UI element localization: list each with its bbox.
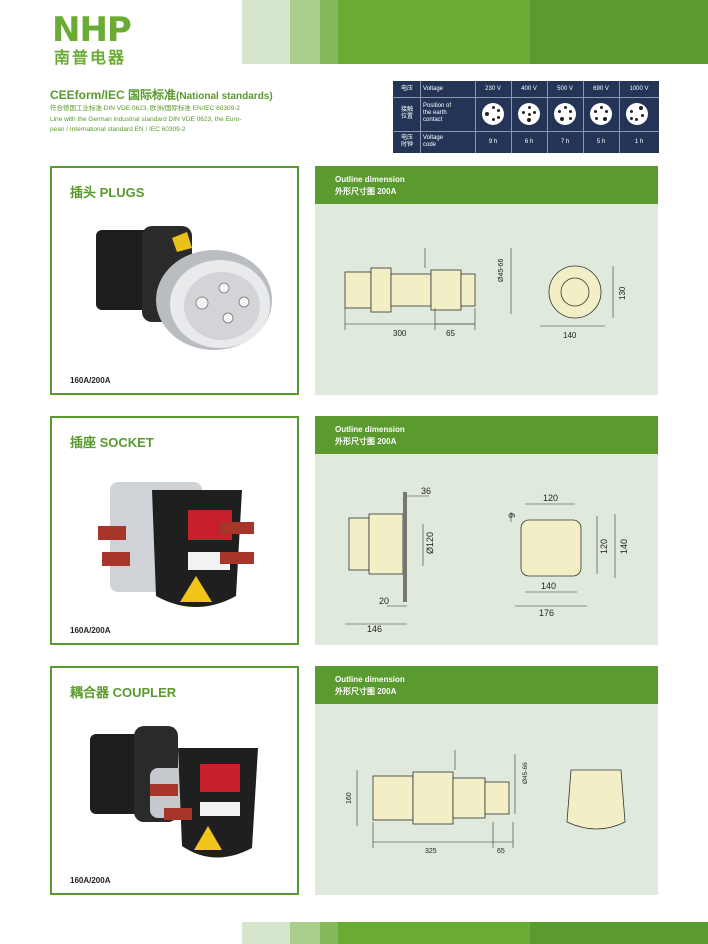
socket-dim-146: 146 (367, 624, 382, 634)
coupler-outline-panel: Outline dimension 外形尺寸图 200A 160 325 65 … (315, 666, 658, 895)
socket-product-box: 插座 SOCKET 160A/200A (50, 416, 299, 645)
brand-logo: NHP (52, 10, 132, 50)
coupler-dim-65: 65 (497, 848, 505, 855)
plugs-label: 插头 PLUGS (70, 185, 145, 200)
row-code-en: Voltage code (423, 135, 444, 148)
voltage-230: 230 V (485, 86, 501, 92)
earth-contact-6h-icon (518, 103, 540, 125)
header-band-5 (530, 0, 708, 64)
socket-dim-140-side: 140 (619, 539, 629, 554)
title-main: CEEform/IEC 国际标准 (50, 88, 177, 102)
socket-outline-title-cn: 外形尺寸图 200A (335, 437, 397, 446)
socket-dim-176: 176 (539, 608, 554, 618)
socket-dim-140-bottom: 140 (541, 581, 556, 591)
socket-outline-panel: Outline dimension 外形尺寸图 200A 36 Ø120 20 … (315, 416, 658, 645)
footer-band-5 (530, 922, 708, 944)
socket-dim-120-side: 120 (599, 539, 609, 554)
header-band-4 (338, 0, 530, 64)
voltage-500: 500 V (557, 86, 573, 92)
plugs-product-box: 插头 PLUGS 160A/200A (50, 166, 299, 395)
plugs-rating: 160A/200A (70, 376, 111, 385)
earth-contact-5h-icon (590, 103, 612, 125)
row-position-en: Position of the earth contact (423, 103, 452, 123)
plugs-outline-title-cn: 外形尺寸图 200A (335, 187, 397, 196)
plugs-dim-diameter: Ø45-66 (498, 259, 505, 282)
earth-contact-1h-icon (626, 103, 648, 125)
socket-dim-120-diameter: Ø120 (425, 532, 435, 554)
plugs-dim-300: 300 (393, 329, 407, 338)
plugs-dim-65: 65 (446, 329, 455, 338)
socket-photo (98, 482, 254, 607)
coupler-outline-header (315, 666, 658, 704)
socket-outline-title-en: Outline dimension (335, 425, 405, 434)
coupler-dim-325: 325 (425, 848, 437, 855)
code-9h: 9 h (488, 139, 498, 145)
plugs-dim-130: 130 (618, 286, 627, 300)
socket-outline-header (315, 416, 658, 454)
plugs-outline-header (315, 166, 658, 204)
socket-dim-9: 9 (507, 513, 517, 518)
coupler-outline-title-cn: 外形尺寸图 200A (335, 687, 397, 696)
coupler-outline-drawing: 160 325 65 Ø45-66 (346, 750, 626, 855)
socket-outline-drawing: 36 Ø120 20 146 120 9 120 140 140 176 (345, 486, 629, 634)
coupler-label: 耦合器 COUPLER (70, 685, 177, 700)
row-voltage-cn: 电压 (400, 86, 413, 92)
header-band-2 (290, 0, 320, 64)
coupler-rating: 160A/200A (70, 876, 111, 885)
voltage-1000: 1000 V (629, 86, 649, 92)
row-voltage-en: Voltage (423, 86, 444, 92)
subtitle-line-3: pean / International standard EN / IEC 6… (50, 126, 186, 133)
socket-label: 插座 SOCKET (70, 435, 154, 450)
code-1h: 1 h (634, 139, 644, 145)
footer-band-4 (338, 922, 530, 944)
voltage-table: 电压 Voltage 接触 位置 Position of the earth c… (393, 81, 659, 153)
socket-rating: 160A/200A (70, 626, 111, 635)
plugs-outline-title-en: Outline dimension (335, 175, 405, 184)
coupler-outline-title-en: Outline dimension (335, 675, 405, 684)
voltage-690: 690 V (593, 86, 609, 92)
footer-band-3 (320, 922, 338, 944)
row-position-cn: 接触 位置 (400, 107, 413, 120)
code-7h: 7 h (560, 139, 570, 145)
header-band-1 (242, 0, 290, 64)
title-small: (National standards) (176, 91, 273, 102)
brand-logo-cn: 南普电器 (54, 48, 127, 67)
header-band-3 (320, 0, 338, 64)
plugs-outline-panel: Outline dimension 外形尺寸图 200A 300 65 Ø45-… (315, 166, 658, 395)
subtitle-line-1: 符合德国工业标准 DIN VDE 0623, 欧洲/国际标准 EN/IEC 60… (50, 105, 240, 112)
coupler-dim-160: 160 (346, 792, 353, 804)
row-code-cn: 电压 时钟 (400, 135, 413, 148)
code-5h: 5 h (596, 139, 606, 145)
coupler-dim-diameter: Ø45-66 (522, 762, 529, 784)
earth-contact-7h-icon (554, 103, 576, 125)
footer-band-1 (242, 922, 290, 944)
socket-dim-20: 20 (379, 596, 389, 606)
plug-photo (96, 226, 272, 350)
page-title: CEEform/IEC 国际标准(National standards) (50, 86, 273, 103)
subtitle-line-2: Line with the German industrial standard… (50, 116, 242, 123)
plugs-dim-140: 140 (563, 331, 577, 340)
coupler-photo (90, 726, 258, 858)
voltage-400: 400 V (521, 86, 537, 92)
code-6h: 6 h (524, 139, 534, 145)
plugs-outline-drawing: 300 65 Ø45-66 130 140 (344, 248, 627, 340)
socket-dim-120-top: 120 (543, 493, 558, 503)
socket-dim-36: 36 (421, 486, 431, 496)
earth-contact-9h-icon (482, 103, 504, 125)
footer-band-2 (290, 922, 320, 944)
coupler-product-box: 耦合器 COUPLER 160A/200A (50, 666, 299, 895)
